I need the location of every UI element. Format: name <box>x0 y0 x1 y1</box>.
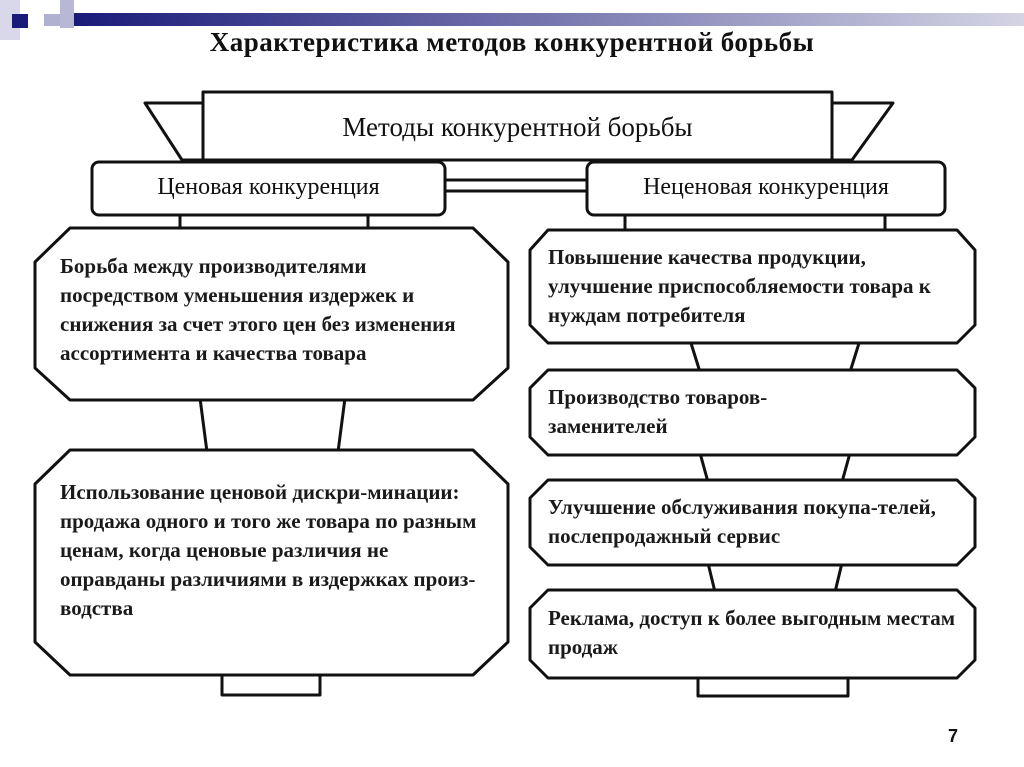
right-item-3-box <box>528 478 977 567</box>
right-item-4-text: Реклама, доступ к более выгодным местам … <box>548 606 956 659</box>
root-right-flap <box>828 101 895 162</box>
left-header-box <box>90 160 447 217</box>
left-header-label: Ценовая конкуренция <box>157 174 380 200</box>
right-item-1-text: Повышение качества продукции, улучшение … <box>548 245 931 327</box>
root-left-flap <box>143 101 207 162</box>
page-number: 7 <box>948 726 959 746</box>
left-item-1-text: Борьба между производителями посредством… <box>60 254 456 365</box>
left-item-1-box <box>33 226 510 402</box>
header-decoration <box>0 0 1024 40</box>
slide-title: Характеристика методов конкурентной борь… <box>209 27 815 57</box>
root-label: Методы конкурентной борьбы <box>342 112 693 142</box>
left-item-2-box <box>33 448 510 677</box>
right-item-1-box <box>528 228 977 345</box>
right-item-2-box <box>528 368 977 457</box>
right-header-box <box>585 160 947 217</box>
right-item-2-text: Производство товаров-заменителей <box>548 385 768 438</box>
right-item-4-box <box>528 588 977 680</box>
root-box <box>201 90 834 162</box>
right-header-label: Неценовая конкуренция <box>643 174 889 200</box>
left-connector <box>198 396 347 454</box>
right-item-3-text: Улучшение обслуживания покупа-телей, пос… <box>548 495 936 548</box>
left-item-2-text: Использование ценовой дискри-минации: пр… <box>60 480 477 620</box>
